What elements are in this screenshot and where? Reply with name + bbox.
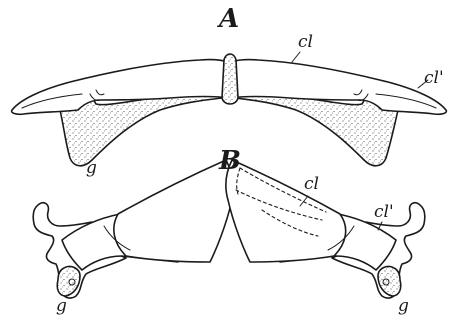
panel-b-drawing xyxy=(33,160,425,298)
a-interclavicle xyxy=(222,54,238,104)
panel-a-label: A xyxy=(219,6,239,32)
b-g-right-label: g xyxy=(398,298,409,315)
a-cl-label: cl xyxy=(298,34,313,51)
panel-b-label: B xyxy=(219,148,241,174)
a-cl-leader xyxy=(292,52,300,62)
b-left-plate xyxy=(114,160,234,262)
b-right-plate xyxy=(226,160,346,262)
b-clprime-label: cl' xyxy=(374,204,394,221)
a-g-label: g xyxy=(86,160,97,177)
b-g-left-label: g xyxy=(56,298,67,315)
a-clprime-label: cl' xyxy=(424,70,444,87)
b-cl-label: cl xyxy=(304,176,319,193)
